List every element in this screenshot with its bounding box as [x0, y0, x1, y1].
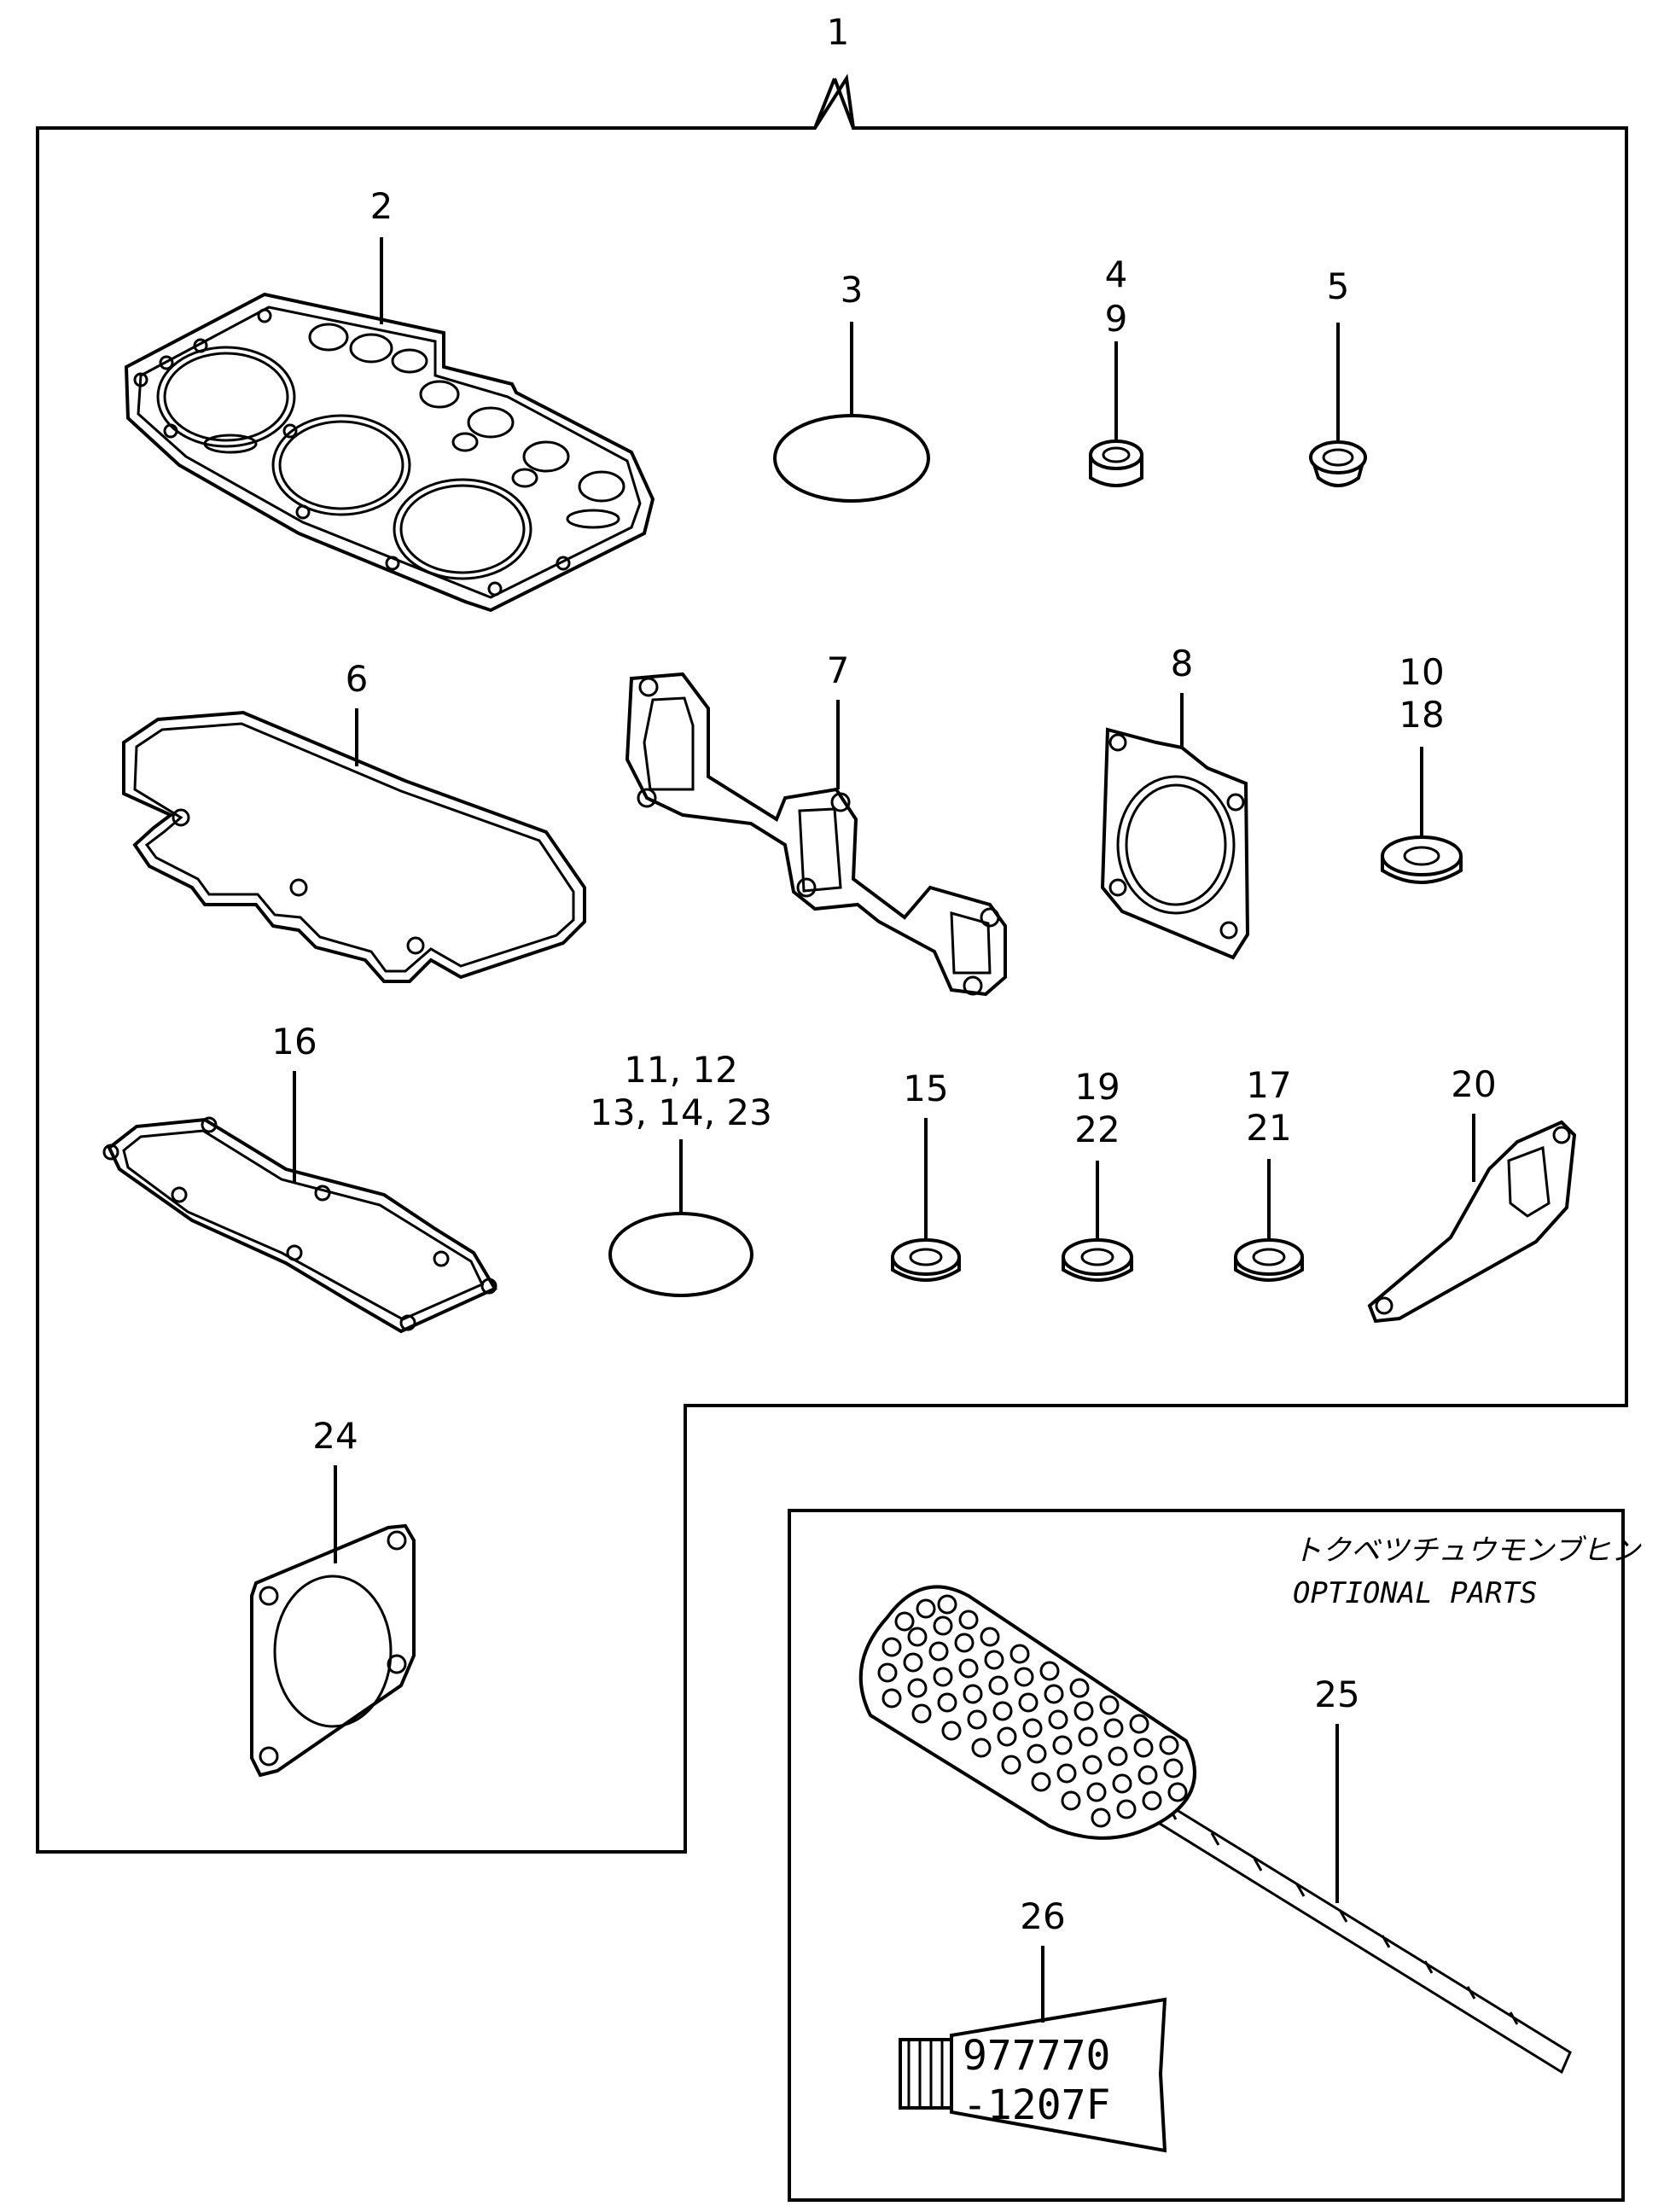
callout-25: 25 — [1314, 1674, 1359, 1715]
callout-8: 8 — [1171, 643, 1194, 684]
o-ring-11 — [608, 1212, 753, 1297]
rocker-cover-gasket — [122, 710, 586, 983]
gasket-16 — [102, 1116, 497, 1334]
callout-1: 1 — [827, 11, 850, 53]
valve-stem-seal — [1089, 439, 1143, 487]
manifold-gasket — [625, 672, 1007, 997]
optional-title-jp: トクベツチュウモンブヒン — [1293, 1534, 1642, 1568]
callout-11: 11, 12 — [624, 1049, 738, 1091]
callout-20: 20 — [1451, 1063, 1496, 1105]
callout-10: 10 — [1399, 651, 1444, 693]
callout-15: 15 — [903, 1068, 948, 1109]
tube-label-line2: -1207F — [963, 2081, 1110, 2129]
callout-2: 2 — [370, 185, 393, 227]
tube-label-line1: 977770 — [963, 2032, 1110, 2080]
bracket-gasket — [1367, 1120, 1577, 1324]
washer-17 — [1234, 1238, 1304, 1282]
callout-3: 3 — [841, 269, 864, 311]
washer-15 — [891, 1238, 961, 1282]
callout-18: 18 — [1399, 694, 1444, 736]
seal-5 — [1309, 440, 1367, 487]
callout-24: 24 — [312, 1415, 358, 1457]
washer-19 — [1062, 1238, 1133, 1282]
callout-22: 22 — [1074, 1109, 1120, 1150]
callout-9: 9 — [1105, 298, 1128, 340]
o-ring-3 — [773, 414, 930, 503]
hone-brush — [858, 1585, 1572, 2075]
callout-21: 21 — [1246, 1107, 1291, 1149]
kit-outline — [36, 73, 1628, 1854]
exhaust-gasket — [1100, 727, 1250, 960]
callout-26: 26 — [1020, 1895, 1065, 1937]
sealant-tube: 977770 -1207F — [899, 1997, 1167, 2153]
callout-5: 5 — [1327, 265, 1350, 307]
washer-10 — [1381, 835, 1463, 884]
optional-title-en: OPTIONAL PARTS — [1293, 1576, 1538, 1610]
leader-1b — [833, 78, 855, 129]
callout-19: 19 — [1074, 1066, 1120, 1108]
callout-6: 6 — [346, 658, 369, 700]
callout-13: 13, 14, 23 — [590, 1091, 772, 1133]
callout-16: 16 — [271, 1021, 317, 1062]
optional-parts-box — [788, 1509, 1625, 2202]
flange-gasket — [250, 1523, 416, 1778]
cylinder-head-gasket — [124, 292, 655, 613]
callout-17: 17 — [1246, 1064, 1291, 1106]
callout-7: 7 — [827, 649, 850, 691]
callout-4: 4 — [1105, 253, 1128, 295]
leader-1 — [813, 78, 836, 129]
